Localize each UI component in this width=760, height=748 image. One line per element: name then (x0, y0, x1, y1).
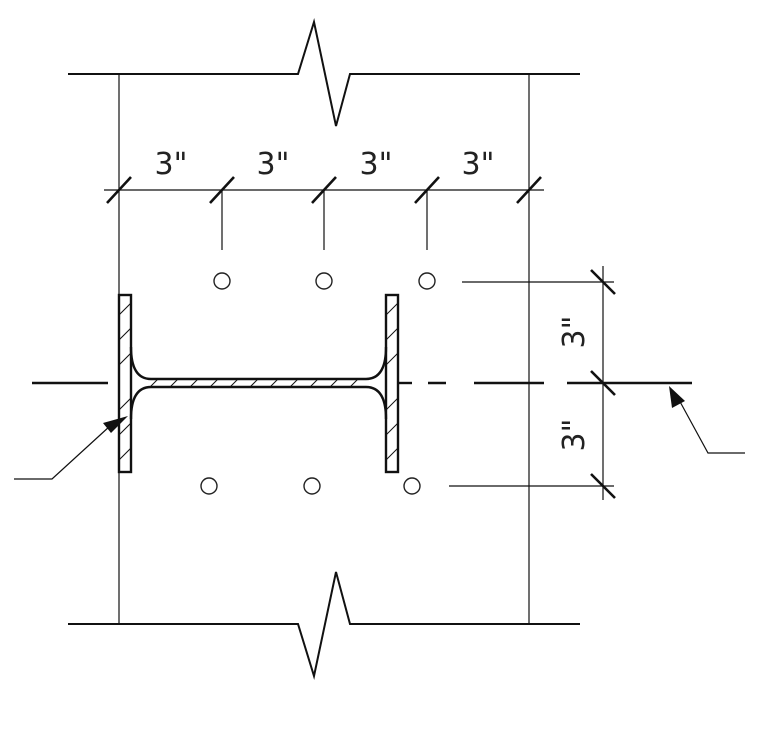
dimension-tick (590, 473, 616, 499)
dimension-tick (209, 176, 235, 204)
beam-section (117, 293, 400, 474)
dimension-tick (590, 269, 616, 295)
spacing-label: 3" (360, 147, 393, 182)
bolt-hole (200, 477, 218, 495)
dimension-tick (414, 176, 440, 204)
spacing-label: 3" (257, 147, 290, 182)
plate-outline (68, 18, 580, 680)
spacing-label: 3" (557, 316, 592, 349)
arrowhead-icon (103, 416, 128, 433)
bolt-holes-top-row (213, 272, 436, 290)
bottom-break-line (68, 571, 580, 680)
top-break-line (68, 18, 580, 127)
bolt-hole (403, 477, 421, 495)
left-leader (14, 416, 128, 480)
spacing-label: 3" (557, 419, 592, 452)
arrowhead-icon (669, 386, 685, 408)
spacing-label: 3" (462, 147, 495, 182)
bolt-holes-bottom-row (200, 477, 421, 495)
flange-hatch (118, 302, 399, 461)
bolt-hole (315, 272, 333, 290)
left-flange (117, 293, 133, 474)
spacing-label: 3" (155, 147, 188, 182)
bolt-hole (418, 272, 436, 290)
bolt-hole (303, 477, 321, 495)
web-bottom-edge (129, 385, 388, 420)
dimension-tick (311, 176, 337, 204)
dimension-tick (516, 176, 542, 204)
web-hatch (149, 378, 359, 388)
right-leader (669, 386, 745, 454)
horizontal-dimension-string: 3" 3" 3" 3" (104, 147, 544, 250)
dimension-tick (106, 176, 132, 204)
right-flange (384, 293, 400, 474)
web-top-edge (129, 346, 388, 381)
bolt-hole (213, 272, 231, 290)
